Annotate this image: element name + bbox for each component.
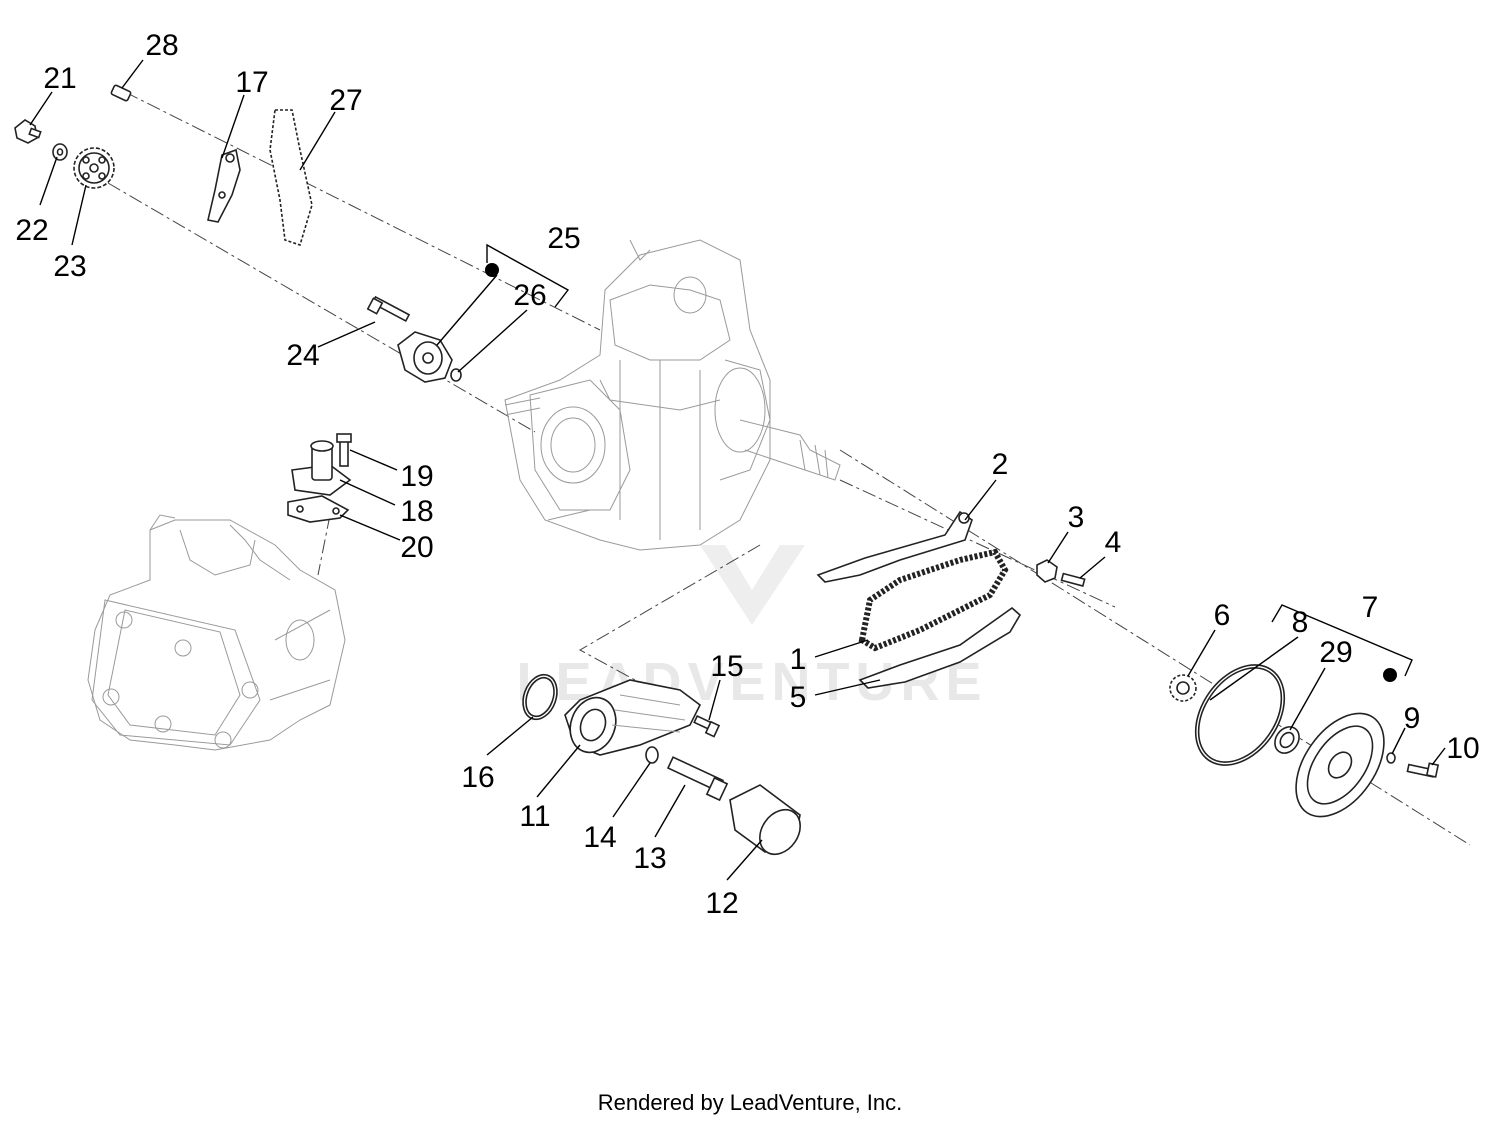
- part-cover-7: [1295, 712, 1385, 818]
- part-washer-9: [1386, 752, 1396, 764]
- label-1: 1: [790, 643, 807, 676]
- label-5: 5: [790, 681, 807, 714]
- label-23: 23: [53, 250, 86, 283]
- part-guide-5: [858, 606, 1022, 689]
- part-guide-2: [816, 510, 973, 583]
- leader-lines: [29, 59, 1446, 881]
- label-24: 24: [286, 339, 319, 372]
- part-bolt-10: [1406, 762, 1440, 778]
- part-bolt-19: [336, 433, 352, 467]
- label-13: 13: [633, 842, 666, 875]
- part-bolt-28: [110, 84, 132, 102]
- label-26: 26: [513, 279, 546, 312]
- crankcase-ghost: [504, 239, 841, 551]
- part-filter-12: [729, 784, 801, 856]
- label-25: 25: [547, 222, 580, 255]
- label-3: 3: [1068, 501, 1085, 534]
- label-11: 11: [519, 800, 550, 833]
- part-chain-1: [858, 548, 1009, 652]
- part-tensioner-18: [291, 440, 352, 496]
- label-22: 22: [15, 214, 48, 247]
- footer-credit: Rendered by LeadVenture, Inc.: [597, 1090, 903, 1115]
- label-18: 18: [400, 495, 433, 528]
- label-8: 8: [1292, 606, 1309, 639]
- part-bolt-15: [693, 714, 721, 738]
- label-2: 2: [992, 448, 1009, 481]
- label-4: 4: [1105, 526, 1122, 559]
- label-27: 27: [329, 84, 362, 117]
- part-sprocket-23: [73, 147, 115, 189]
- label-15: 15: [710, 650, 743, 683]
- part-guide-17: [207, 148, 241, 223]
- part-nut-21: [14, 119, 42, 144]
- part-housing-11: [564, 679, 702, 756]
- label-29: 29: [1319, 636, 1352, 669]
- part-washer-22: [52, 143, 68, 161]
- part-gasket-20: [287, 495, 350, 523]
- label-9: 9: [1404, 702, 1421, 735]
- callout-labels: 28 21 17 27 22 23 25 26 24 19 18 20 2 3 …: [15, 29, 1479, 920]
- part-bolt-13: [666, 756, 729, 802]
- label-28: 28: [145, 29, 178, 62]
- part-seal-29: [1274, 726, 1300, 754]
- part-pump-25: [397, 331, 453, 383]
- label-10: 10: [1446, 732, 1479, 765]
- part-bolt-4: [1060, 572, 1086, 587]
- label-20: 20: [400, 531, 433, 564]
- part-gear-6: [1169, 674, 1197, 702]
- bracket-7: [1271, 604, 1413, 682]
- label-21: 21: [43, 62, 76, 95]
- part-washer-14: [645, 746, 659, 764]
- part-oring-16: [522, 673, 558, 721]
- label-7: 7: [1362, 591, 1379, 624]
- label-16: 16: [461, 761, 494, 794]
- label-17: 17: [235, 66, 268, 99]
- label-19: 19: [400, 460, 433, 493]
- engine-ghost: [87, 514, 346, 751]
- label-12: 12: [705, 887, 738, 920]
- part-nut-3: [1036, 559, 1058, 583]
- bracket-25: [485, 243, 570, 308]
- part-chain-27: [269, 109, 313, 247]
- part-oring-8: [1194, 664, 1286, 766]
- label-6: 6: [1214, 599, 1231, 632]
- label-14: 14: [583, 821, 616, 854]
- part-bolt-24: [366, 295, 411, 323]
